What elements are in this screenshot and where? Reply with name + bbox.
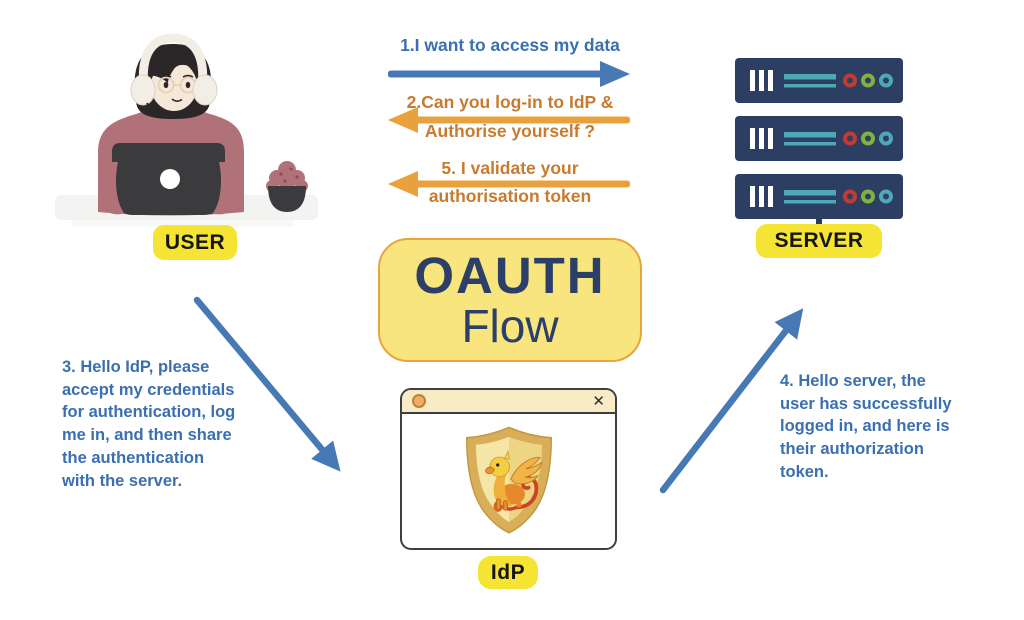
idp-window-body — [402, 414, 615, 548]
idp-label: IdP — [478, 556, 538, 589]
user-illustration — [55, 33, 318, 227]
idp-window-titlebar: ✕ — [402, 390, 615, 414]
arrow-user-to-server-icon — [388, 61, 630, 87]
server-label: SERVER — [756, 224, 882, 258]
face-features — [160, 74, 194, 102]
server-unit — [735, 174, 903, 219]
headphones-icon — [130, 33, 218, 119]
window-close-icon: ✕ — [592, 392, 605, 410]
text-line: logged in, and here is — [780, 417, 950, 436]
server-unit — [735, 116, 903, 161]
message-5-text-line1: 5. I validate your — [441, 158, 579, 178]
message-2-text-line2: Authorise yourself ? — [424, 121, 596, 141]
message-5-text-line2: authorisation token — [428, 186, 592, 206]
sleeves — [103, 162, 234, 215]
laptop — [112, 143, 225, 215]
text-line: their authorization — [780, 440, 924, 459]
text-line: accept my credentials — [62, 380, 235, 399]
server-illustration — [735, 58, 903, 230]
text-line: token. — [780, 462, 829, 481]
text-line: the authentication — [62, 448, 205, 467]
arrow-user-to-idp-icon — [193, 296, 341, 472]
text-line: me in, and then share — [62, 426, 232, 445]
title-flow: Flow — [461, 300, 559, 352]
text-line: for authentication, log — [62, 403, 236, 422]
laptop-logo — [160, 169, 180, 189]
user-label: USER — [153, 225, 237, 260]
plant — [266, 161, 308, 212]
idp-shield-griffin-logo — [465, 426, 552, 534]
arrow-validate-token-icon — [388, 171, 630, 197]
idp-browser-window: ✕ — [400, 388, 617, 550]
text-line: 3. Hello IdP, please — [62, 358, 210, 376]
window-circle-icon — [412, 394, 426, 408]
message-2-text-line1: 2.Can you log-in to IdP & — [406, 92, 614, 112]
title-oauth: OAUTH — [414, 247, 606, 304]
server-unit — [735, 58, 903, 103]
text-line: with the server. — [62, 471, 183, 490]
arrow-idp-to-server-icon — [659, 308, 804, 494]
message-4-text: 4. Hello server, the user has successful… — [780, 370, 952, 484]
oauth-flow-title-box: OAUTH Flow — [378, 238, 642, 362]
message-1-text: 1.I want to access my data — [400, 35, 620, 55]
text-line: user has successfully — [780, 394, 952, 413]
text-line: 4. Hello server, the — [780, 372, 926, 390]
arrow-server-to-user-icon — [388, 107, 630, 133]
message-3-text: 3. Hello IdP, please accept my credentia… — [62, 356, 235, 492]
